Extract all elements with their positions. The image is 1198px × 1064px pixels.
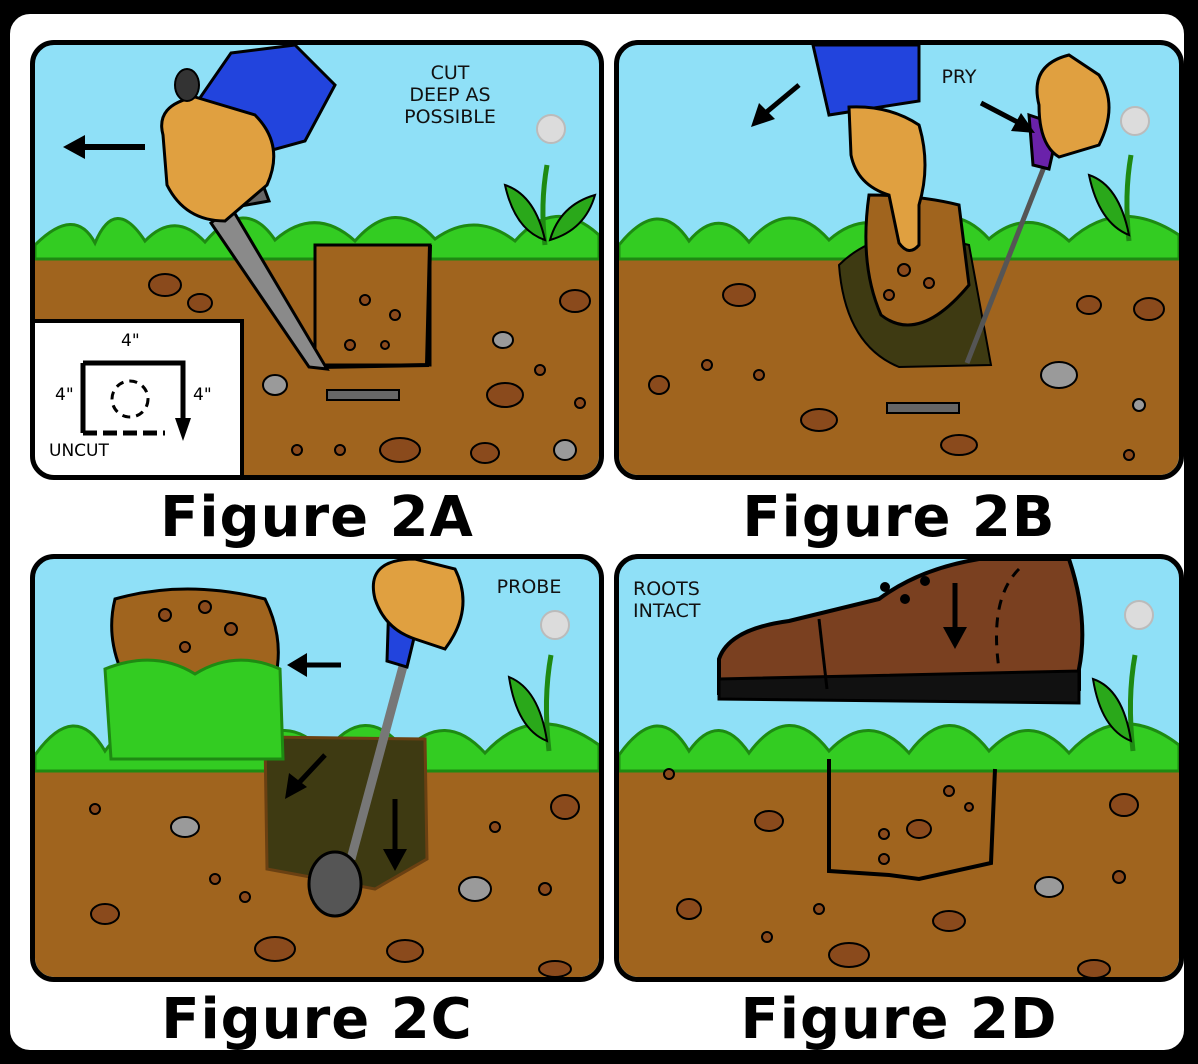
removed-plug xyxy=(105,589,283,759)
probe-note: PROBE xyxy=(489,577,569,599)
pry-note: PRY xyxy=(929,67,989,89)
cut-note: CUT DEEP AS POSSIBLE xyxy=(385,63,515,129)
right-hand xyxy=(1037,55,1109,157)
left-arrow xyxy=(63,135,145,159)
figure-2c-label: Figure 2C xyxy=(30,992,604,1048)
panel-2b-illustration xyxy=(619,45,1179,475)
pry-arrow xyxy=(981,103,1035,133)
inset-right-dimension: 4" xyxy=(193,385,212,405)
figure-sheet: CUT DEEP AS POSSIBLE 4" 4" 4" UNCUT Figu… xyxy=(4,8,1190,1056)
inset-top-dimension: 4" xyxy=(121,331,140,351)
grass xyxy=(619,724,1179,771)
inset-left-dimension: 4" xyxy=(55,385,74,405)
lift-arrow xyxy=(751,85,799,127)
soil xyxy=(619,759,1179,977)
cut-plug xyxy=(315,245,430,365)
plug-arrow xyxy=(287,653,341,677)
inset-uncut-label: UNCUT xyxy=(49,441,109,461)
figure-2d-label: Figure 2D xyxy=(614,992,1184,1048)
boot xyxy=(719,559,1082,703)
panel-2c-illustration xyxy=(35,559,599,977)
roots-note: ROOTS INTACT xyxy=(633,579,729,623)
hand xyxy=(162,45,335,221)
panel-2b: PRY xyxy=(614,40,1184,480)
panel-2a: CUT DEEP AS POSSIBLE 4" 4" 4" UNCUT xyxy=(30,40,604,480)
cut-pattern-inset: 4" 4" 4" UNCUT xyxy=(35,319,244,475)
figure-2a-label: Figure 2A xyxy=(30,490,604,546)
panel-2d: ROOTS INTACT xyxy=(614,554,1184,982)
panel-2c: PROBE xyxy=(30,554,604,982)
buried-object xyxy=(887,403,959,413)
figure-2b-label: Figure 2B xyxy=(614,490,1184,546)
buried-object xyxy=(327,390,399,400)
